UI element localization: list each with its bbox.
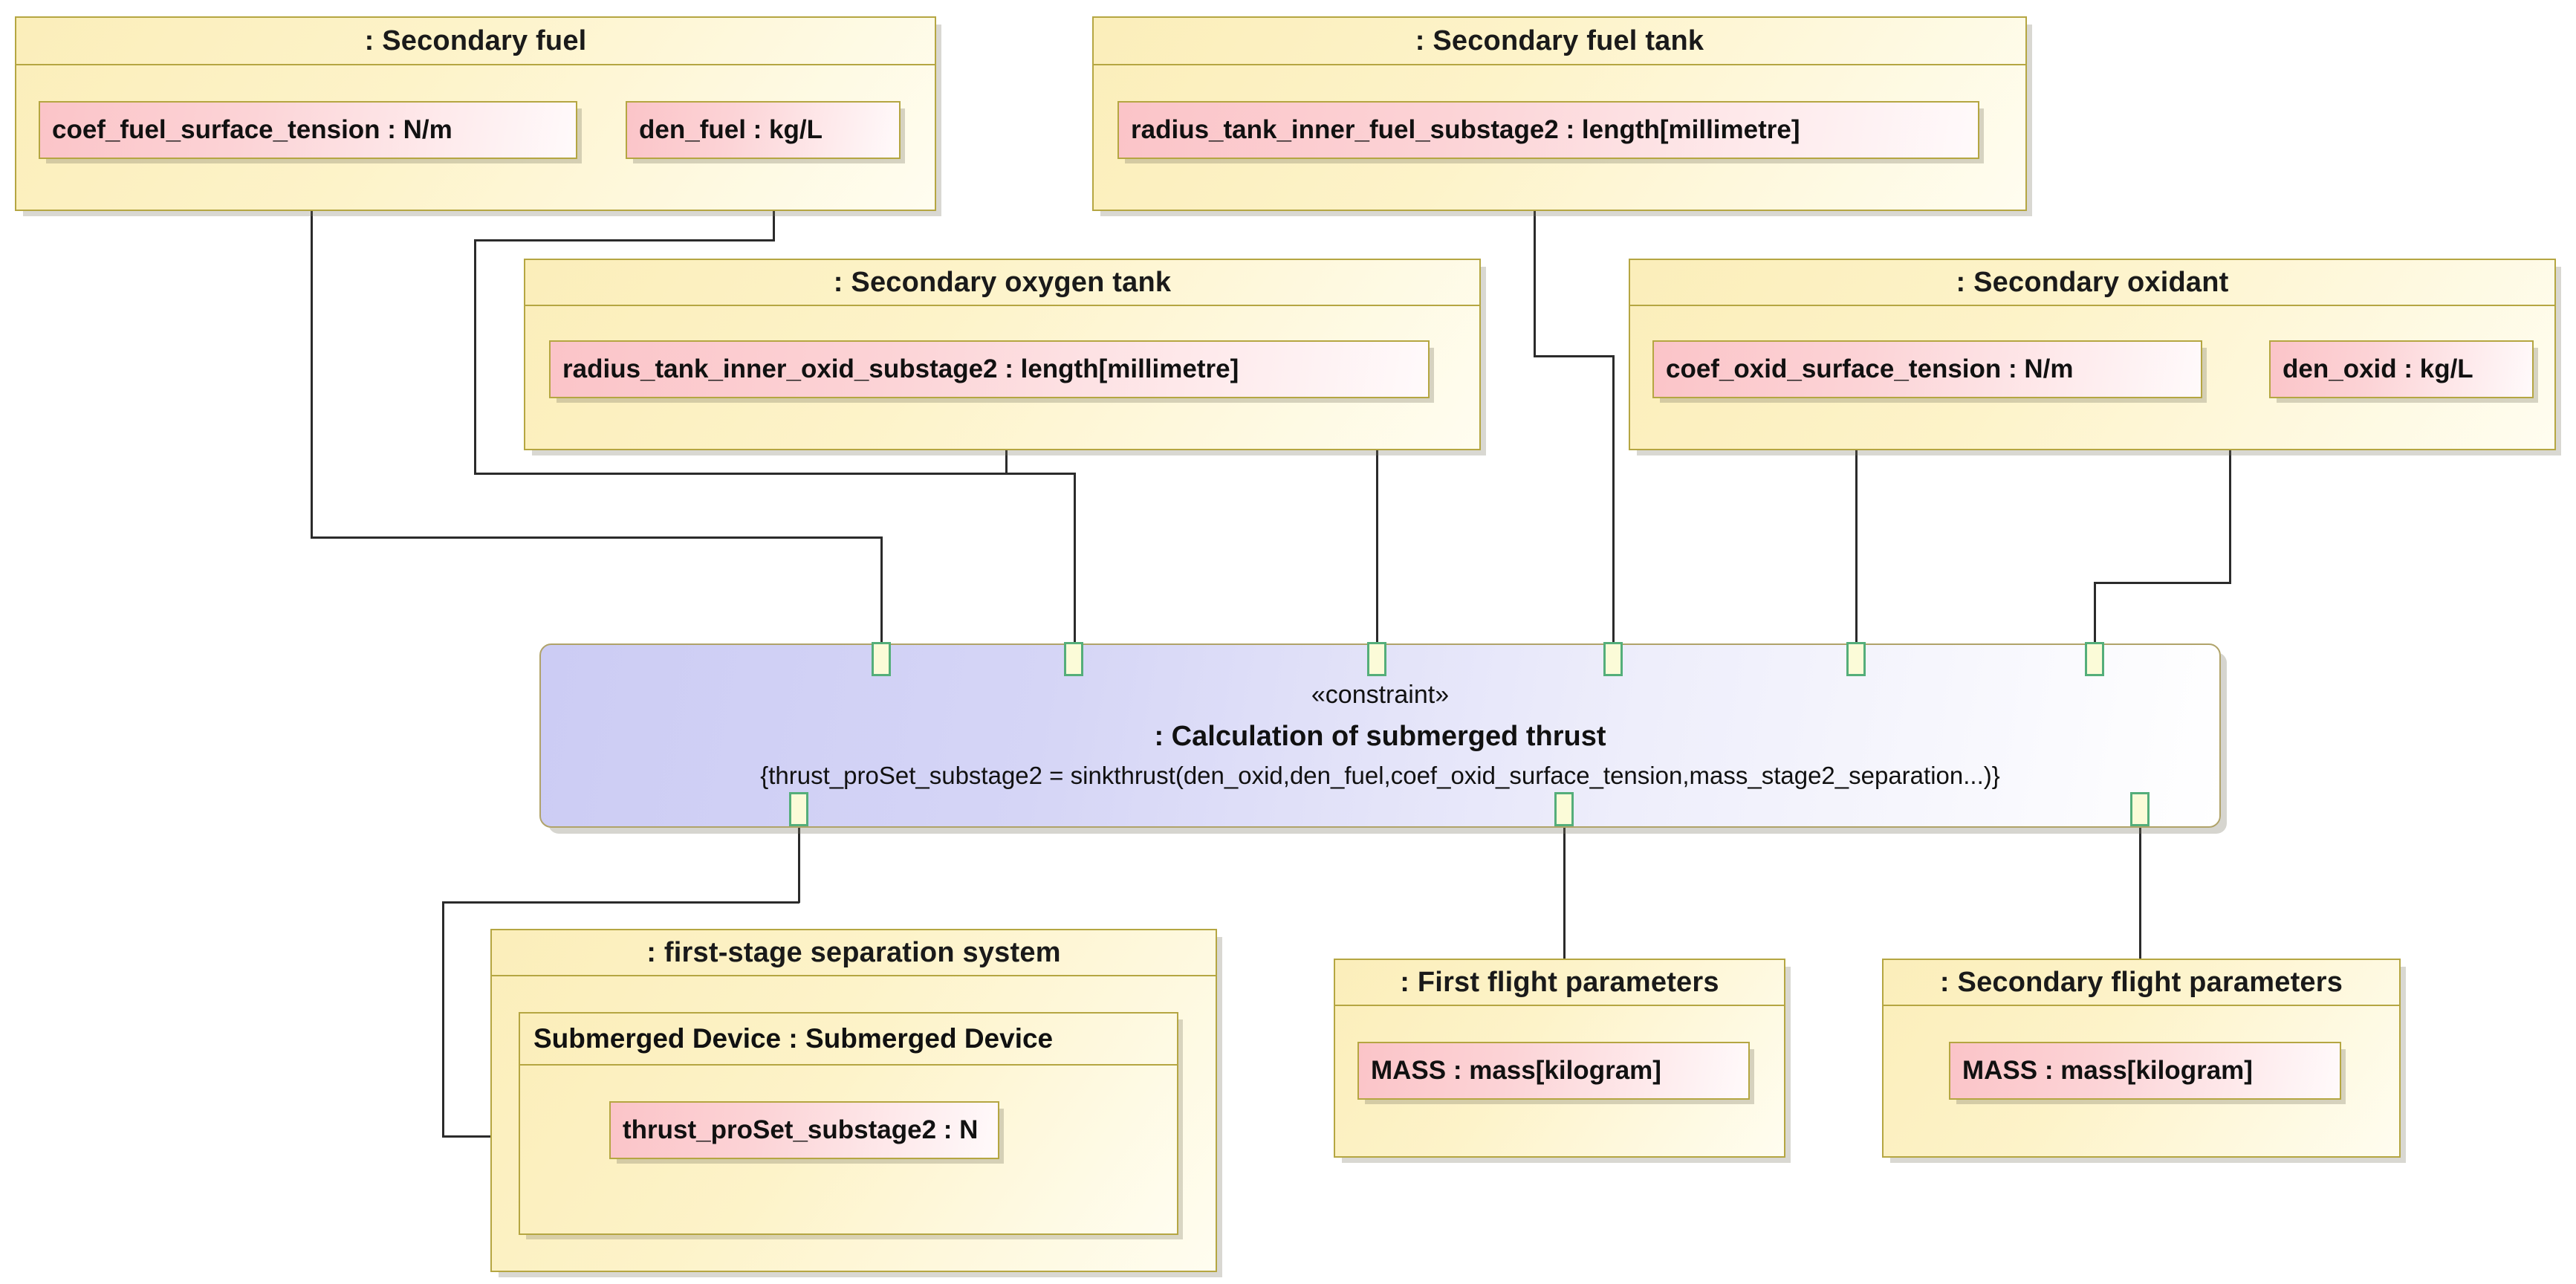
block-first-stage-separation-system[interactable]: : first-stage separation system Submerge… xyxy=(490,929,1217,1272)
block-body: Submerged Device : Submerged Device thru… xyxy=(492,976,1216,1272)
connector-coef-fuel-surface-tension-h xyxy=(311,536,883,539)
connector-thrust-out-v2 xyxy=(442,901,444,1137)
block-body: radius_tank_inner_oxid_substage2 : lengt… xyxy=(525,306,1479,450)
constraint-port-top-5[interactable] xyxy=(1846,642,1866,676)
constraint-name: : Calculation of submerged thrust xyxy=(1154,721,1606,753)
constraint-port-top-4[interactable] xyxy=(1603,642,1623,676)
block-secondary-oxidant[interactable]: : Secondary oxidant coef_oxid_surface_te… xyxy=(1629,259,2556,450)
property-mass-first-flight[interactable]: MASS : mass[kilogram] xyxy=(1357,1042,1750,1100)
block-body: MASS : mass[kilogram] xyxy=(1884,1006,2399,1158)
connector-den-oxid-v2 xyxy=(2094,582,2096,646)
connector-thrust-out-v1 xyxy=(798,825,800,903)
block-first-flight-parameters[interactable]: : First flight parameters MASS : mass[ki… xyxy=(1334,959,1785,1158)
block-secondary-flight-parameters[interactable]: : Secondary flight parameters MASS : mas… xyxy=(1882,959,2401,1158)
block-title: : Secondary oxygen tank xyxy=(525,260,1479,306)
nested-block-body: thrust_proSet_substage2 : N xyxy=(520,1066,1177,1233)
constraint-port-top-1[interactable] xyxy=(872,642,891,676)
constraint-port-bottom-1[interactable] xyxy=(789,792,808,826)
connector-radius-oxid-v2 xyxy=(1376,431,1378,646)
block-secondary-fuel[interactable]: : Secondary fuel coef_fuel_surface_tensi… xyxy=(15,16,936,211)
connector-first-flight-mass-v xyxy=(1563,825,1566,1063)
connector-den-oxid-h xyxy=(2094,582,2231,584)
connector-den-oxid-v1 xyxy=(2229,409,2231,583)
block-title: : Secondary flight parameters xyxy=(1884,960,2399,1006)
connector-thrust-out-h1 xyxy=(442,901,799,904)
connector-coef-oxid-surface-tension-v xyxy=(1855,409,1858,646)
nested-block-submerged-device[interactable]: Submerged Device : Submerged Device thru… xyxy=(519,1012,1178,1235)
connector-den-fuel-h xyxy=(474,239,775,241)
property-thrust-proset-substage2[interactable]: thrust_proSet_substage2 : N xyxy=(609,1101,999,1159)
constraint-expression: {thrust_proSet_substage2 = sinkthrust(de… xyxy=(760,762,2000,790)
property-radius-tank-inner-oxid-substage2[interactable]: radius_tank_inner_oxid_substage2 : lengt… xyxy=(549,340,1430,398)
connector-radius-fuel-v1 xyxy=(1534,152,1536,357)
connector-den-fuel-v2 xyxy=(474,239,476,474)
property-radius-tank-inner-fuel-substage2[interactable]: radius_tank_inner_fuel_substage2 : lengt… xyxy=(1117,101,1979,159)
block-title: : First flight parameters xyxy=(1335,960,1784,1006)
property-den-fuel[interactable]: den_fuel : kg/L xyxy=(626,101,901,159)
nested-block-title: Submerged Device : Submerged Device xyxy=(520,1014,1177,1066)
constraint-stereotype: «constraint» xyxy=(1311,680,1450,709)
connector-coef-fuel-surface-tension-v2 xyxy=(880,536,883,646)
block-secondary-fuel-tank[interactable]: : Secondary fuel tank radius_tank_inner_… xyxy=(1092,16,2027,211)
constraint-port-bottom-3[interactable] xyxy=(2130,792,2150,826)
block-title: : Secondary fuel xyxy=(16,18,935,65)
connector-radius-fuel-h xyxy=(1534,355,1614,357)
block-body: MASS : mass[kilogram] xyxy=(1335,1006,1784,1158)
block-title: : Secondary fuel tank xyxy=(1094,18,2025,65)
property-den-oxid[interactable]: den_oxid : kg/L xyxy=(2269,340,2534,398)
block-secondary-oxygen-tank[interactable]: : Secondary oxygen tank radius_tank_inne… xyxy=(524,259,1481,450)
block-body: radius_tank_inner_fuel_substage2 : lengt… xyxy=(1094,65,2025,211)
connector-den-fuel-h2 xyxy=(474,473,1076,475)
connector-den-fuel-v3 xyxy=(1074,473,1076,646)
constraint-port-top-2[interactable] xyxy=(1064,642,1083,676)
connector-secondary-flight-mass-v xyxy=(2139,825,2141,1063)
property-coef-oxid-surface-tension[interactable]: coef_oxid_surface_tension : N/m xyxy=(1652,340,2202,398)
constraint-port-top-6[interactable] xyxy=(2085,642,2104,676)
connector-radius-fuel-v2 xyxy=(1612,355,1615,646)
block-body: coef_fuel_surface_tension : N/m den_fuel… xyxy=(16,65,935,211)
constraint-port-top-3[interactable] xyxy=(1367,642,1386,676)
block-title: : Secondary oxidant xyxy=(1630,260,2554,306)
constraint-port-bottom-2[interactable] xyxy=(1554,792,1574,826)
connector-coef-fuel-surface-tension-v1 xyxy=(311,152,313,539)
block-body: coef_oxid_surface_tension : N/m den_oxid… xyxy=(1630,306,2554,450)
property-coef-fuel-surface-tension[interactable]: coef_fuel_surface_tension : N/m xyxy=(39,101,577,159)
property-mass-secondary-flight[interactable]: MASS : mass[kilogram] xyxy=(1949,1042,2341,1100)
block-title: : first-stage separation system xyxy=(492,930,1216,976)
